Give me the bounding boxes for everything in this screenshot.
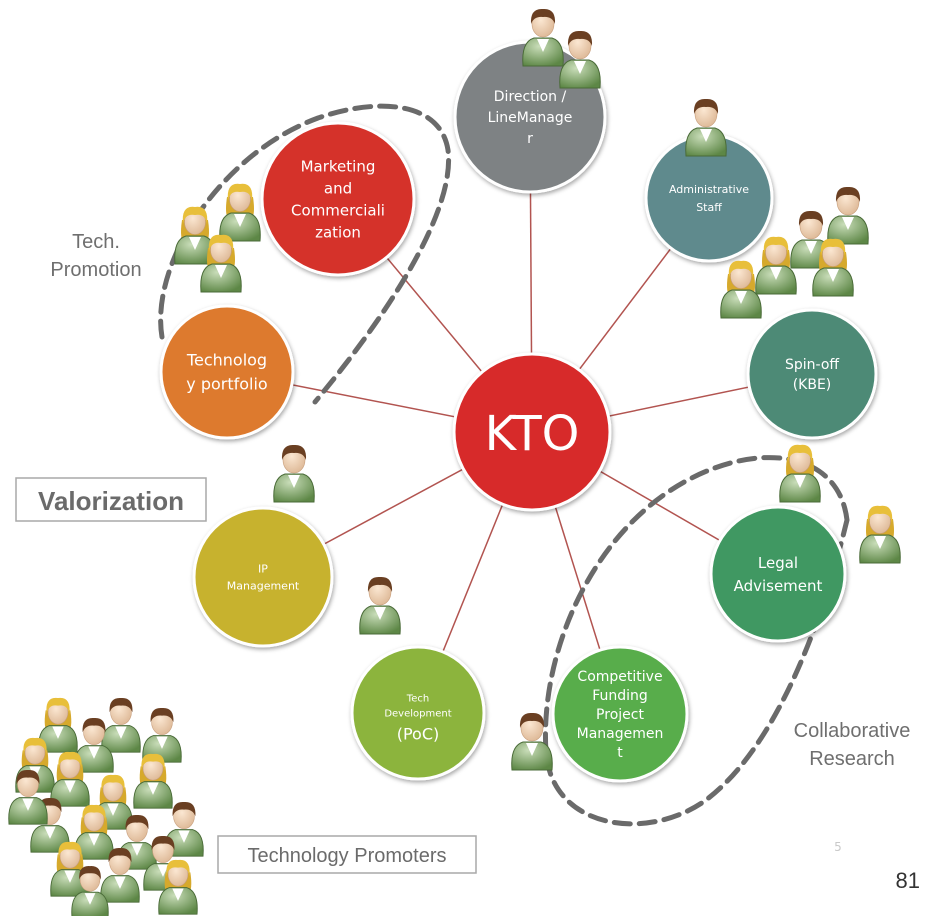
person-male-icon: [101, 697, 141, 753]
node-label-marketing-line-1: Marketing: [301, 157, 376, 175]
page-number: 81: [896, 868, 920, 893]
node-label-tech-development-line-2: Development: [384, 709, 451, 720]
node-technology-portfolio: Technolog y portfolio: [159, 304, 295, 440]
node-label-ip-management-line-1: IP: [258, 562, 268, 575]
node-label-ip-management-line-2: Management: [227, 579, 300, 592]
people-icons: [8, 8, 901, 916]
node-circle-marketing: [260, 121, 416, 277]
node-label-direction-line-2: LineManage: [488, 110, 573, 126]
tech-promotion-line-2: Promotion: [50, 259, 141, 281]
node-label-legal-advisement-line-1: Legal: [758, 554, 798, 572]
collaborative-research-line-1: Collaborative: [794, 720, 911, 742]
node-label-competitive-funding-line-4: Managemen: [577, 726, 664, 742]
node-label-competitive-funding-line-5: t: [617, 745, 623, 761]
person-male-icon: [827, 186, 869, 245]
node-label-competitive-funding-line-2: Funding: [592, 688, 648, 704]
node-circle-ip-management: [192, 506, 334, 648]
node-circle-competitive-funding: [551, 645, 689, 783]
tech-promotion-line-1: Tech.: [72, 231, 120, 253]
node-circle-spin-off: [746, 308, 878, 440]
node-label-tech-development-line-3: (PoC): [397, 725, 440, 744]
node-label-technology-portfolio-line-1: Technolog: [186, 351, 267, 370]
kto-label: KTO: [485, 406, 580, 462]
node-label-administrative-staff-line-2: Staff: [696, 201, 722, 214]
tech-promotion-group-outline: [158, 103, 452, 405]
node-label-administrative-staff-line-1: Administrative: [669, 183, 749, 196]
node-label-direction-line-3: r: [527, 131, 533, 147]
node-circle-legal-advisement: [709, 505, 847, 643]
node-ip-management: IP Management: [192, 506, 334, 648]
node-label-competitive-funding-line-1: Competitive: [577, 669, 662, 685]
node-circle-technology-portfolio: [159, 304, 295, 440]
node-label-tech-development-line-1: Tech: [406, 694, 429, 705]
person-female-icon: [755, 236, 797, 295]
node-label-direction-line-1: Direction /: [494, 89, 567, 105]
person-male-icon: [273, 444, 315, 503]
technology-promoters-box: Technology Promoters: [217, 835, 477, 874]
node-label-legal-advisement-line-2: Advisement: [734, 577, 823, 595]
node-label-marketing-line-3: Commerciali: [291, 201, 385, 219]
person-male-icon: [685, 98, 727, 157]
valorization-label: Valorization: [38, 486, 184, 516]
kto-circle: [452, 352, 612, 512]
collaborative-research-line-2: Research: [809, 748, 895, 770]
node-label-technology-portfolio-line-2: y portfolio: [186, 375, 267, 394]
small-page-number: 5: [834, 840, 842, 854]
person-male-icon: [359, 576, 401, 635]
node-label-marketing-line-2: and: [324, 179, 352, 197]
collaborative-research-label: Collaborative Research: [794, 720, 911, 770]
person-female-icon: [859, 505, 901, 564]
node-label-competitive-funding-line-3: Project: [596, 707, 644, 723]
valorization-box: Valorization: [15, 477, 207, 522]
person-female-icon: [720, 260, 762, 319]
node-label-spin-off-line-1: Spin-off: [785, 357, 839, 373]
technology-promoters-label: Technology Promoters: [248, 845, 447, 867]
tech-promotion-label: Tech. Promotion: [50, 231, 141, 281]
node-spin-off: Spin-off (KBE): [746, 308, 878, 440]
node-circle-tech-development: [350, 645, 486, 781]
person-female-icon: [219, 183, 261, 242]
node-label-spin-off-line-2: (KBE): [793, 377, 832, 393]
node-label-marketing-line-4: zation: [315, 223, 361, 241]
center-node: KTO: [452, 352, 612, 512]
person-female-icon: [779, 444, 821, 503]
person-male-icon: [522, 8, 564, 67]
